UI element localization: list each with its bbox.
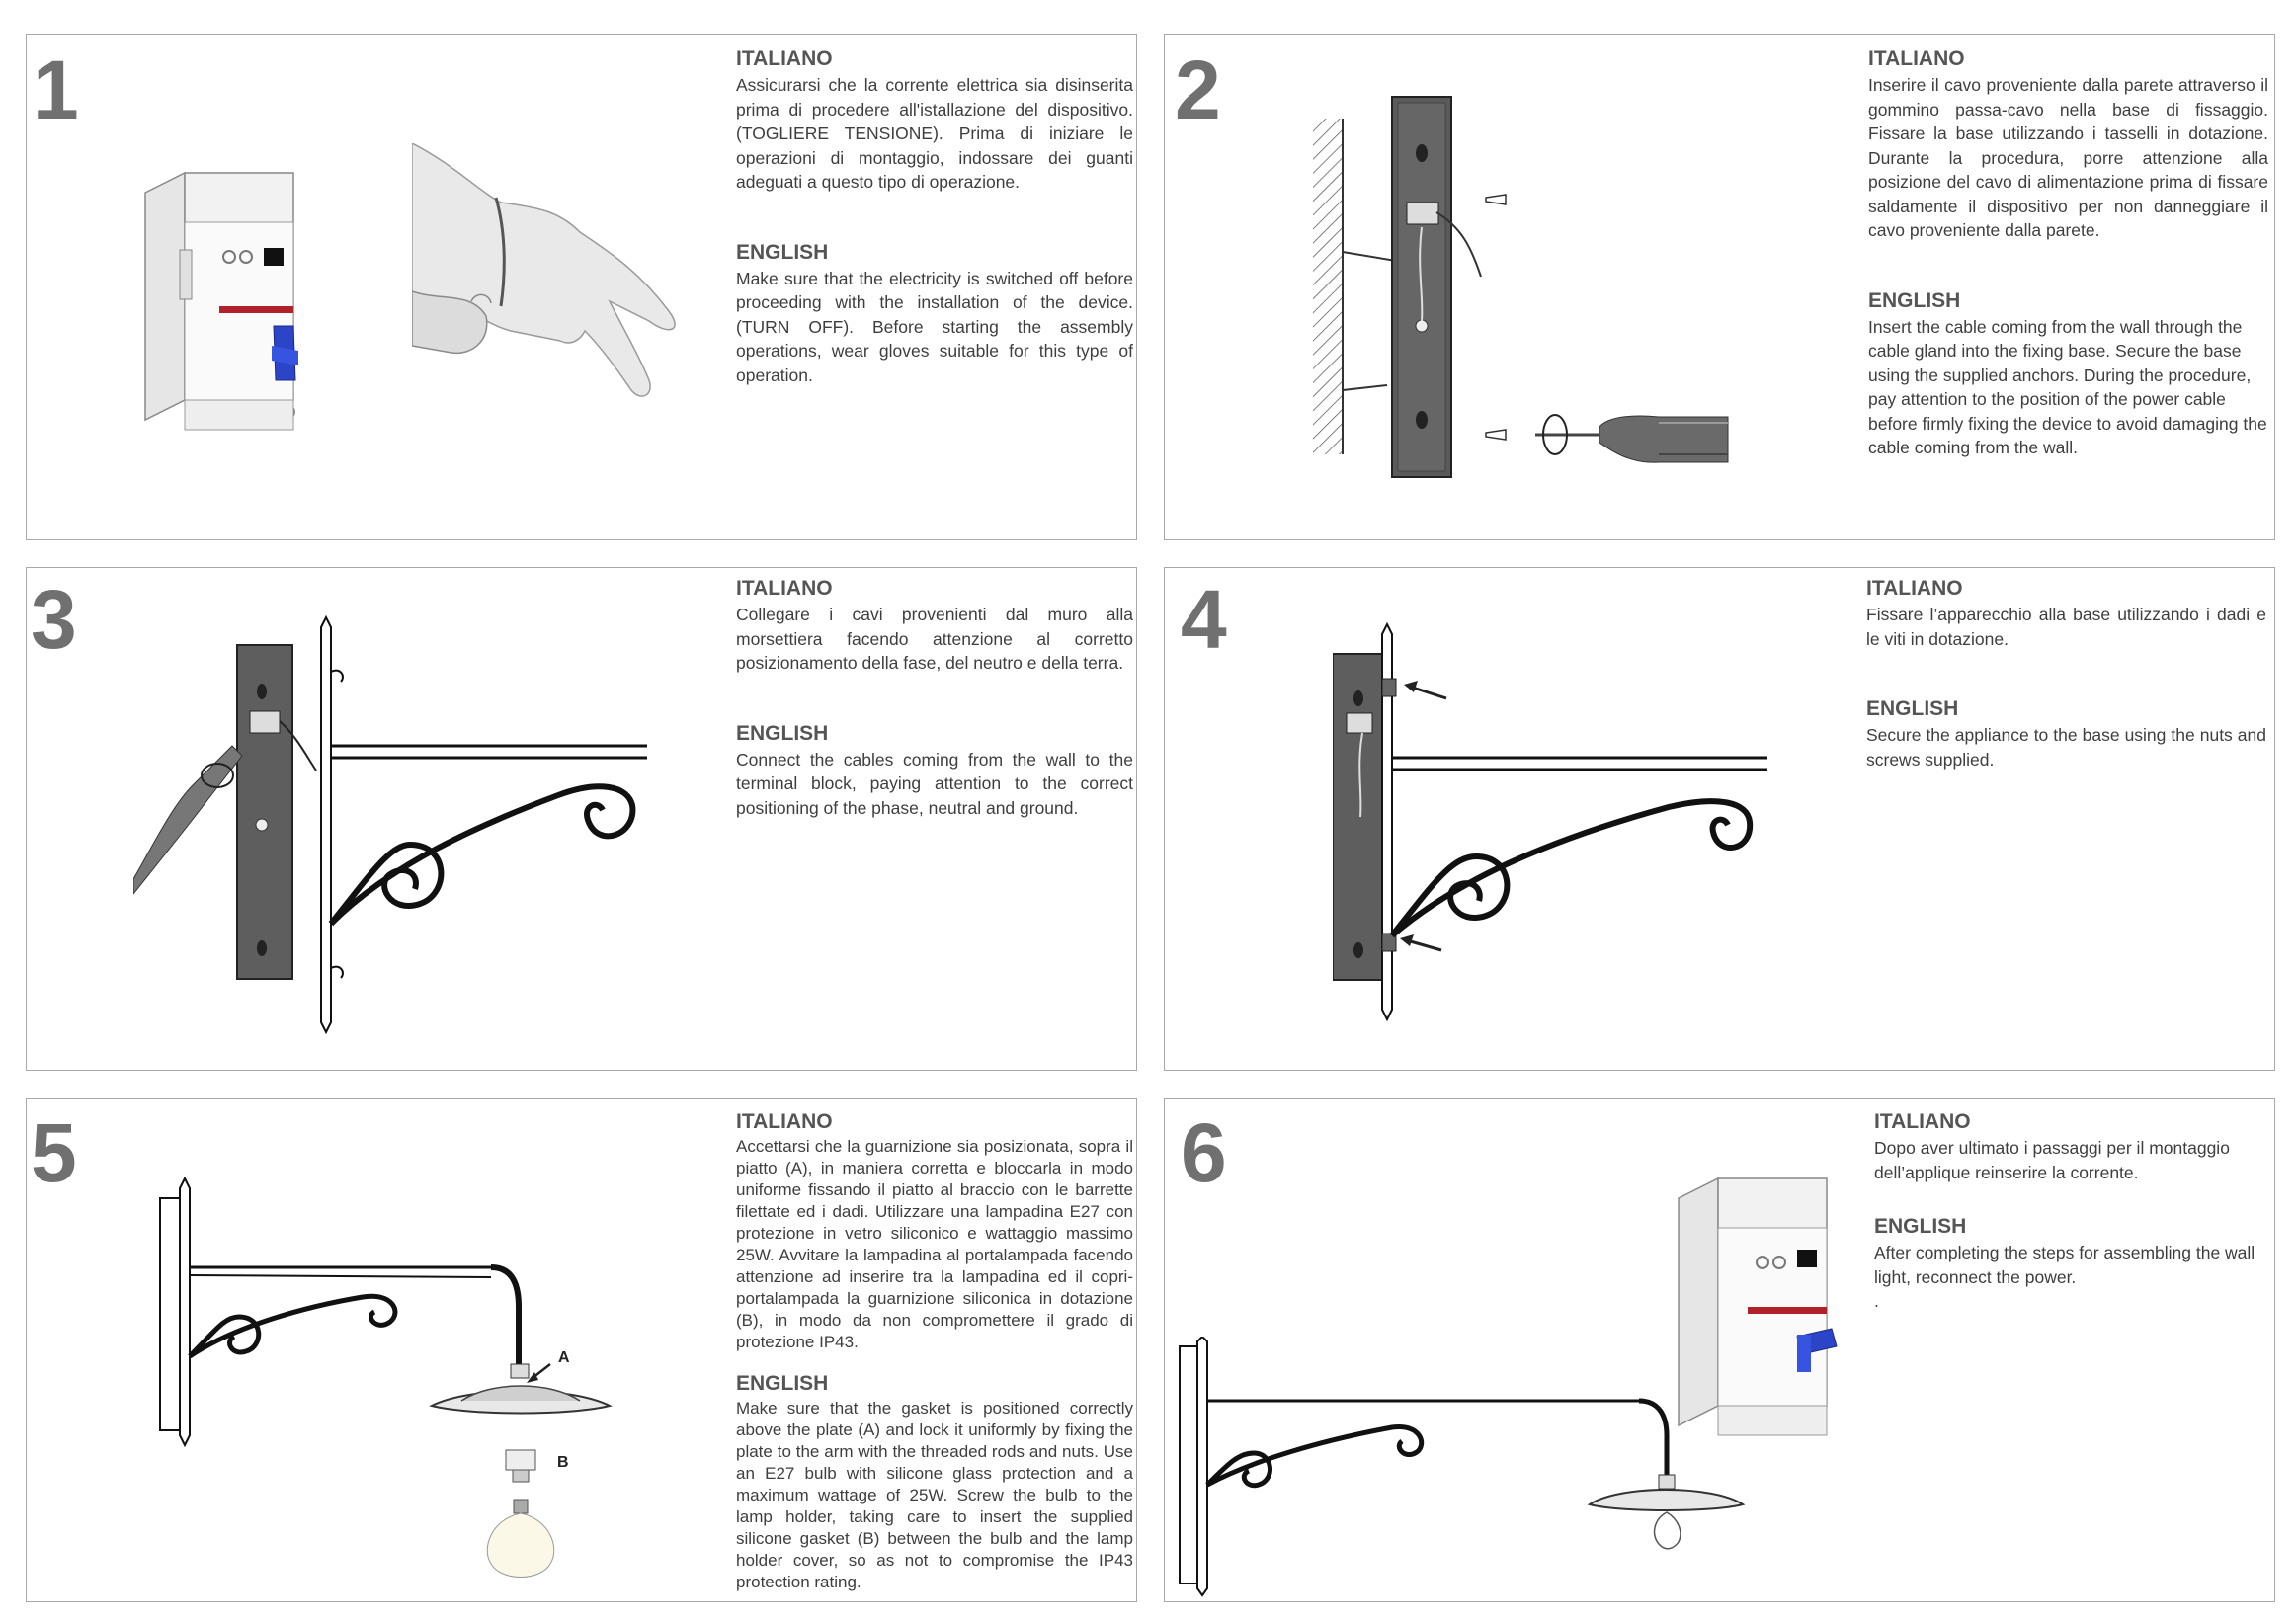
italian-text: Collegare i cavi provenienti dal muro al… bbox=[736, 605, 1133, 673]
english-text-extra: . bbox=[1874, 1291, 1879, 1311]
english-heading: ENGLISH bbox=[1874, 1215, 1967, 1238]
circuit-breaker-illustration bbox=[125, 153, 333, 464]
english-text: Make sure that the gasket is positioned … bbox=[736, 1399, 1133, 1591]
label-a: A bbox=[558, 1349, 570, 1366]
italian-heading: ITALIANO bbox=[1874, 1110, 1971, 1133]
wall-base-screwdriver-illustration bbox=[1313, 89, 1767, 509]
english-text: Connect the cables coming from the wall … bbox=[736, 749, 1133, 818]
step-3-text: ITALIANO Collegare i cavi provenienti da… bbox=[736, 576, 1133, 820]
step-number: 6 bbox=[1181, 1106, 1227, 1199]
step-number: 4 bbox=[1181, 573, 1227, 666]
step-5-text: ITALIANO Accettarsi che la guarnizione s… bbox=[736, 1109, 1133, 1593]
gloved-hand-illustration bbox=[411, 141, 708, 445]
lamp-assembly-illustration: A B bbox=[155, 1169, 669, 1588]
step-6-panel: 6 bbox=[1164, 1098, 2275, 1602]
wiring-terminal-illustration bbox=[132, 608, 657, 1047]
step-number: 5 bbox=[31, 1106, 77, 1199]
english-heading: ENGLISH bbox=[1866, 697, 1959, 720]
step-4-text: ITALIANO Fissare l’apparecchio alla base… bbox=[1866, 576, 2266, 771]
italian-text: Fissare l’apparecchio alla base utilizza… bbox=[1866, 605, 2266, 649]
italian-heading: ITALIANO bbox=[1866, 577, 1963, 600]
english-text: Secure the appliance to the base using t… bbox=[1866, 725, 2266, 770]
italian-heading: ITALIANO bbox=[736, 47, 833, 70]
italian-text: Inserire il cavo proveniente dalla paret… bbox=[1868, 75, 2268, 240]
english-heading: ENGLISH bbox=[736, 240, 829, 264]
step-3-panel: 3 ITALIANO Collegare i cavi provenienti … bbox=[26, 567, 1137, 1071]
italian-text: Accettarsi che la guarnizione sia posizi… bbox=[736, 1137, 1133, 1351]
label-b: B bbox=[557, 1454, 569, 1471]
fixing-appliance-illustration bbox=[1332, 619, 1777, 1039]
step-number: 1 bbox=[33, 43, 79, 136]
step-number: 3 bbox=[31, 573, 77, 666]
finished-wall-light-illustration bbox=[1175, 1335, 1748, 1608]
step-2-text: ITALIANO Inserire il cavo proveniente da… bbox=[1868, 46, 2268, 460]
english-text: Insert the cable coming from the wall th… bbox=[1868, 316, 2267, 458]
step-1-text: ITALIANO Assicurarsi che la corrente ele… bbox=[736, 46, 1133, 387]
english-heading: ENGLISH bbox=[1868, 288, 1961, 312]
step-number: 2 bbox=[1175, 43, 1221, 136]
english-heading: ENGLISH bbox=[736, 1372, 829, 1395]
english-text: Make sure that the electricity is switch… bbox=[736, 268, 1133, 385]
italian-heading: ITALIANO bbox=[736, 577, 833, 600]
circuit-breaker-on-illustration bbox=[1659, 1159, 1866, 1470]
english-text: After completing the steps for assemblin… bbox=[1874, 1243, 2255, 1287]
step-4-panel: 4 ITALIANO Fissare l’apparecchio alla ba… bbox=[1164, 567, 2275, 1071]
step-6-text: ITALIANO Dopo aver ultimato i passaggi p… bbox=[1874, 1109, 2259, 1314]
italian-heading: ITALIANO bbox=[1868, 47, 1965, 70]
english-heading: ENGLISH bbox=[736, 721, 829, 745]
italian-text: Dopo aver ultimato i passaggi per il mon… bbox=[1874, 1138, 2230, 1182]
step-2-panel: 2 bbox=[1164, 34, 2275, 540]
italian-text: Assicurarsi che la corrente elettrica si… bbox=[736, 75, 1133, 192]
italian-heading: ITALIANO bbox=[736, 1110, 833, 1133]
step-1-panel: 1 ITALIANO Assicurarsi c bbox=[26, 34, 1137, 540]
step-5-panel: 5 A B ITALIANO Accettarsi che la guarniz… bbox=[26, 1098, 1137, 1602]
